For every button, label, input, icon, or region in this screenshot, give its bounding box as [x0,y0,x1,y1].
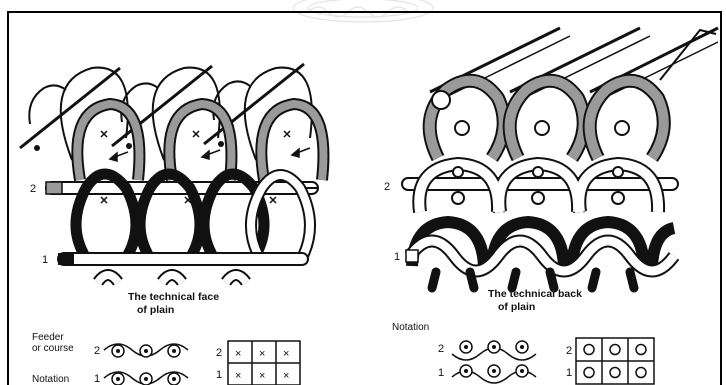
grid-cell: × [259,370,265,382]
grid-cell: × [283,370,289,382]
grid-cell: × [259,348,265,360]
technical-back-diagram: 2 1 The technical back of plain [384,28,718,313]
caption-face-line1: The technical face [128,291,219,303]
caption-back-line2: of plain [498,301,535,313]
upper-grey-loops [77,104,323,180]
notation-row-1-right: 1 [438,367,444,379]
notation-row-1-left: 1 [94,373,100,385]
course-1-yarn-left [58,253,308,265]
feeder-label-line2: or course [32,343,74,354]
notation-left: Feeder or course Notation 2 1 [32,332,188,385]
grid-row-1-left: 1 [216,369,222,381]
grid-cell: × [235,370,241,382]
notation-row-2-right: 2 [438,343,444,355]
grid-cell: × [283,348,289,360]
caption-face-line2: of plain [137,304,174,316]
caption-back-line1: The technical back [488,288,582,300]
feeder-label-line1: Feeder [32,332,64,343]
course-2-yarn-right [402,164,678,212]
grid-left: 2 1 × × × × × × [216,341,300,385]
technical-face-diagram: 2 1 The technical face of plain [20,64,323,316]
notation-label-right: Notation [392,322,429,333]
lower-loops-left [98,275,246,282]
notation-label-left: Notation [32,374,69,385]
grid-row-1-right: 1 [566,367,572,379]
grid-row-2-left: 2 [216,347,222,359]
notation-row-2-left: 2 [94,345,100,357]
grid-row-2-right: 2 [566,345,572,357]
row-number-2-right: 2 [384,181,390,193]
grid-right: 2 1 [566,338,654,384]
upper-loops-right [430,81,664,158]
lower-legs-right [432,272,634,288]
row-number-1-right: 1 [394,251,400,263]
notation-right: Notation 2 1 [392,322,536,383]
grid-cell: × [235,348,241,360]
row-number-2-left: 2 [30,183,36,195]
row-number-1-left: 1 [42,254,48,266]
